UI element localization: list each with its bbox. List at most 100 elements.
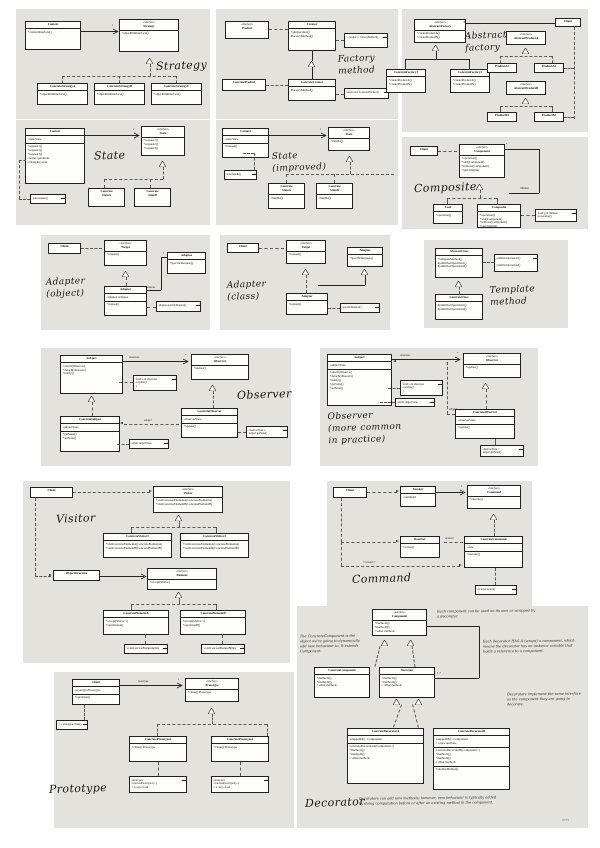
- class-section: +operation() +add(Component) +remove(Com…: [461, 156, 490, 172]
- client-link: [341, 542, 396, 543]
- class-concrete-state-a: Concrete StateA: [88, 188, 125, 207]
- generalization-arrow: [415, 699, 422, 705]
- class-client: Client: [410, 146, 438, 156]
- inherit-drop: [552, 56, 553, 63]
- note-return-state: return subjectState: [395, 398, 435, 407]
- panel-adapter-object: Client «interface»Target +request() Adap…: [41, 235, 210, 330]
- arrow-open: [133, 132, 140, 139]
- class-name: «interface»Component: [373, 610, 426, 621]
- class-section: +request(): [288, 252, 302, 257]
- class-target: «interface»Target +request(): [104, 240, 147, 266]
- class-concrete-visitor-1: ConcreteVisitor1 +visitConcreteElementA(…: [103, 533, 172, 558]
- class-concrete-prototype-1: ConcretePrototype1 +clone():Prototype: [129, 736, 187, 762]
- arrow-head: [393, 360, 396, 363]
- generalization-arrow: [146, 58, 153, 64]
- aggregation-line: [435, 678, 479, 679]
- inherit-drop: [62, 76, 63, 83]
- panel-composite: Client «interface»Component +operation()…: [402, 137, 588, 229]
- class-name: ConcreteFactory2: [451, 70, 489, 78]
- note-clone-1: return new ConcretePrototype1(...) // a …: [129, 776, 187, 793]
- stereotype-label: «interface»: [393, 611, 406, 615]
- panel-adapter-class: Client «interface»Target +request() Adap…: [220, 235, 390, 330]
- class-section: +createProductA() +createProductB(): [452, 77, 476, 86]
- pattern-title-visitor: Visitor: [55, 511, 96, 526]
- client-link: [564, 68, 574, 69]
- class-section: wrappedObj : Component: [348, 736, 423, 744]
- inherit-line: [305, 275, 307, 293]
- panel-state: Context -state:State +request1() +reques…: [16, 120, 210, 225]
- aggregation-line: [479, 626, 480, 678]
- class-name: ConcreteClass: [436, 295, 482, 303]
- subject-link: [447, 362, 448, 414]
- class-section: +clone():Prototype: [213, 744, 237, 749]
- pattern-title-adapter-class: Adapter (class): [226, 279, 267, 303]
- pattern-title-decorator: Decorator: [304, 794, 366, 811]
- stereotype-label: «interface»: [299, 242, 313, 246]
- arrow-head: [396, 490, 399, 493]
- generalization-arrow: [88, 396, 95, 402]
- class-client: Client: [227, 243, 259, 253]
- class-section: +templateMethod() #primitiveOperation1()…: [437, 256, 467, 269]
- multiplicity: *: [457, 352, 459, 355]
- note-state-request: state.request(): [30, 194, 66, 204]
- inherit-line: [311, 51, 313, 61]
- class-name: ConcreteSubject: [61, 417, 119, 425]
- class-name: Concrete StateB: [317, 184, 352, 196]
- class-section: +algorithmInterface(): [39, 91, 67, 96]
- generalization-arrow: [432, 45, 439, 51]
- class-concrete-visitor-2: ConcreteVisitor2 +visitConcreteElementA(…: [180, 533, 249, 558]
- class-section: +createProductA() +createProductB(): [416, 31, 440, 39]
- inherit-drop: [216, 527, 217, 533]
- class-name: Client: [563, 19, 573, 24]
- dependency-line: [81, 248, 102, 249]
- inherit-line: [374, 646, 381, 667]
- generalization-arrow: [208, 708, 215, 714]
- note-link: [254, 153, 255, 170]
- class-name: «interface»Command: [468, 486, 520, 497]
- note-visit-b: v.visitConcreteElementB(this): [201, 644, 245, 654]
- inherit-line: [392, 704, 403, 728]
- class-composite: Composite +operation() +add(Component) +…: [477, 204, 521, 228]
- connector: [85, 135, 138, 136]
- class-visitor: «interface»Visitor +visitConcreteElement…: [153, 486, 223, 513]
- class-section: +execute(): [466, 552, 480, 557]
- edge-label-create: <<create>>: [363, 561, 376, 564]
- aggregation-line: [509, 193, 539, 194]
- inherit-bus: [157, 724, 267, 725]
- class-name: ConcreteCommand: [465, 537, 522, 545]
- inherit-line: [178, 598, 180, 604]
- panel-observer-common: Subject -subjectState +attach(Observer) …: [320, 348, 538, 466]
- class-state: «interface»State +handle(): [328, 127, 370, 151]
- class-name: Concrete StateB: [146, 189, 159, 198]
- class-section: +request(): [288, 301, 302, 306]
- inherit-line: [458, 287, 460, 294]
- multiplicity: 1: [461, 485, 463, 488]
- generalization-arrow: [476, 184, 483, 190]
- multiplicity: 1: [133, 128, 135, 131]
- client-link: [574, 27, 575, 119]
- class-name: Composite: [478, 205, 520, 213]
- dependency-line: [259, 248, 284, 249]
- class-section: #primitiveOperation1() #primitiveOperati…: [437, 302, 467, 311]
- class-name: Concrete StateA: [269, 184, 304, 196]
- note-composite-forall: forall g in children g.operation(): [535, 209, 577, 222]
- annotation-concrete-component: The ConcreteComponent is the object we'r…: [299, 633, 360, 654]
- class-section: +accept(Visitor v) +operationB(): [182, 618, 206, 627]
- inherit-bus: [447, 198, 497, 199]
- inherit-drop: [150, 179, 151, 188]
- class-section: +accept(Visitor v) +operationA(): [105, 618, 129, 627]
- generalization-arrow: [175, 592, 182, 598]
- class-state: «interface»State +request1() +request2()…: [141, 126, 185, 156]
- class-section: +createProductA() +createProductB(): [388, 77, 412, 86]
- inherit-drop: [405, 59, 406, 69]
- class-section: +getState() +setState(): [62, 432, 77, 441]
- class-name: «interface»Target: [105, 241, 146, 252]
- connector: [123, 361, 187, 362]
- class-section: +contextInterface(): [27, 29, 52, 34]
- class-adapter: Adapter +request(): [286, 293, 328, 315]
- class-name: «interface»Visitor: [154, 487, 222, 498]
- class-section: -observerState: [456, 417, 514, 425]
- panel-strategy: Context +contextInterface() «interface»S…: [16, 9, 210, 119]
- class-section: -state:State: [223, 136, 268, 144]
